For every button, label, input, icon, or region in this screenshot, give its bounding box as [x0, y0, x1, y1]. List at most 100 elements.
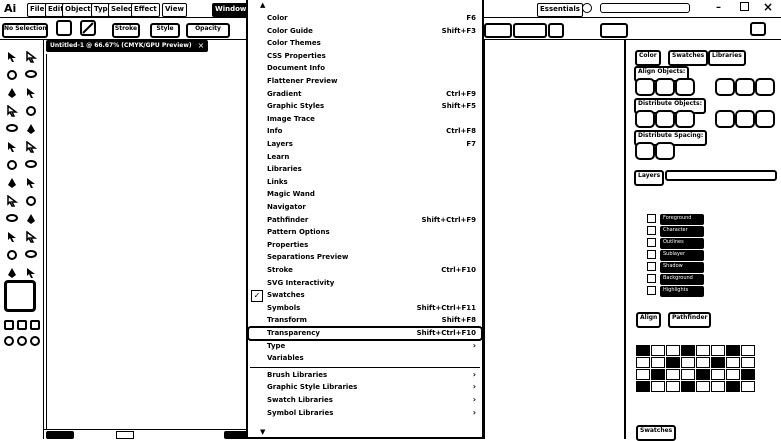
color-swatch[interactable] [726, 369, 740, 380]
align-button[interactable] [655, 142, 675, 160]
type-tool-icon[interactable] [5, 104, 19, 118]
menu-item-swatch-libraries[interactable]: Swatch Libraries› [248, 394, 482, 407]
layer-row[interactable]: Sublayer [660, 250, 704, 261]
layer-row[interactable]: Shadow [660, 262, 704, 273]
menu-item-pattern-options[interactable]: Pattern Options [248, 226, 482, 239]
stroke-label[interactable]: Stroke [112, 23, 140, 38]
paintbrush-tool-icon[interactable] [24, 122, 38, 136]
menu-item-magic-wand[interactable]: Magic Wand [248, 188, 482, 201]
artboard-canvas[interactable] [46, 54, 246, 429]
panel-tab-swatches[interactable]: Swatches [668, 50, 709, 66]
color-swatch[interactable] [741, 369, 755, 380]
search-input[interactable] [600, 3, 690, 13]
eyedropper-tool-icon[interactable] [5, 230, 19, 244]
align-button[interactable] [755, 78, 775, 96]
layer-row[interactable]: Foreground [660, 214, 704, 225]
color-swatch[interactable] [711, 357, 725, 368]
menu-item-navigator[interactable]: Navigator [248, 201, 482, 214]
color-swatch[interactable] [696, 357, 710, 368]
menu-item-separations-preview[interactable]: Separations Preview [248, 251, 482, 264]
layer-row[interactable]: Background [660, 274, 704, 285]
screen-mode-icon[interactable] [4, 336, 14, 346]
pen-tool-icon[interactable] [5, 86, 19, 100]
control-pill-d[interactable] [600, 23, 628, 38]
control-pill-c[interactable] [548, 23, 564, 38]
menu-item-brush-libraries[interactable]: Brush Libraries› [248, 369, 482, 382]
menu-item-variables[interactable]: Variables [248, 352, 482, 365]
menu-item-type[interactable]: Type› [248, 340, 482, 353]
visibility-eye-icon[interactable] [647, 286, 656, 295]
workspace-switcher[interactable]: Essentials [537, 3, 583, 17]
fill-swatch[interactable] [56, 20, 72, 36]
menu-file[interactable]: File [27, 3, 48, 17]
visibility-eye-icon[interactable] [647, 238, 656, 247]
color-swatch[interactable] [636, 369, 650, 380]
layer-row[interactable]: Highlights [660, 286, 704, 297]
screen-mode-icon[interactable] [17, 336, 27, 346]
draw-mode-icon[interactable] [4, 320, 14, 330]
menu-scroll-down-icon[interactable]: ▼ [260, 428, 266, 436]
gradient-tool-icon[interactable] [24, 212, 38, 226]
color-swatch[interactable] [681, 357, 695, 368]
menu-scroll-up-icon[interactable]: ▲ [260, 1, 266, 9]
zoom-field[interactable] [46, 431, 74, 439]
color-swatch[interactable] [711, 381, 725, 392]
menu-select[interactable]: Select [108, 3, 139, 17]
menu-item-libraries[interactable]: Libraries [248, 163, 482, 176]
align-button[interactable] [635, 110, 655, 128]
menu-item-color-themes[interactable]: Color Themes [248, 37, 482, 50]
fill-stroke-swatch[interactable] [4, 280, 36, 312]
color-swatch[interactable] [636, 345, 650, 356]
color-swatch[interactable] [636, 381, 650, 392]
color-swatch[interactable] [741, 381, 755, 392]
mesh-tool-icon[interactable] [5, 212, 19, 226]
magic-wand-tool-icon[interactable] [5, 68, 19, 82]
color-swatch[interactable] [696, 345, 710, 356]
line-tool-icon[interactable] [24, 104, 38, 118]
menu-item-svg-interactivity[interactable]: SVG Interactivity [248, 277, 482, 290]
column-graph-tool-icon[interactable] [24, 248, 38, 262]
document-tab[interactable]: Untitled-1 @ 66.67% (CMYK/GPU Preview) [46, 40, 208, 52]
menu-item-symbol-libraries[interactable]: Symbol Libraries› [248, 407, 482, 420]
control-pill-b[interactable] [513, 23, 547, 38]
align-button[interactable] [755, 110, 775, 128]
color-swatch[interactable] [681, 381, 695, 392]
artboard-navigator[interactable] [116, 431, 134, 439]
menu-item-css-properties[interactable]: CSS Properties [248, 50, 482, 63]
menu-object[interactable]: Object [62, 3, 94, 17]
menu-item-learn[interactable]: Learn [248, 151, 482, 164]
layers-search-input[interactable] [665, 170, 777, 181]
eraser-tool-icon[interactable] [24, 140, 38, 154]
rectangle-tool-icon[interactable] [5, 122, 19, 136]
scale-tool-icon[interactable] [24, 158, 38, 172]
symbol-sprayer-tool-icon[interactable] [5, 248, 19, 262]
control-pill-a[interactable] [484, 23, 512, 38]
align-button[interactable] [735, 110, 755, 128]
color-swatch[interactable] [711, 345, 725, 356]
color-swatch[interactable] [696, 369, 710, 380]
blend-tool-icon[interactable] [24, 230, 38, 244]
panel-tab-pathfinder[interactable]: Pathfinder [668, 312, 712, 328]
align-button[interactable] [675, 78, 695, 96]
color-swatch[interactable] [741, 357, 755, 368]
maximize-icon[interactable] [740, 2, 749, 11]
color-swatch[interactable] [666, 381, 680, 392]
artboard-tool-icon[interactable] [5, 266, 19, 280]
color-swatch[interactable] [666, 357, 680, 368]
menu-window[interactable]: Window [212, 3, 250, 17]
menu-item-swatches[interactable]: ✓Swatches [248, 289, 482, 303]
visibility-eye-icon[interactable] [647, 274, 656, 283]
align-button[interactable] [715, 78, 735, 96]
direct-selection-tool-icon[interactable] [24, 50, 38, 64]
menu-item-graphic-style-libraries[interactable]: Graphic Style Libraries› [248, 381, 482, 394]
color-swatch[interactable] [666, 345, 680, 356]
menu-view[interactable]: View [162, 3, 187, 17]
color-swatch[interactable] [651, 369, 665, 380]
